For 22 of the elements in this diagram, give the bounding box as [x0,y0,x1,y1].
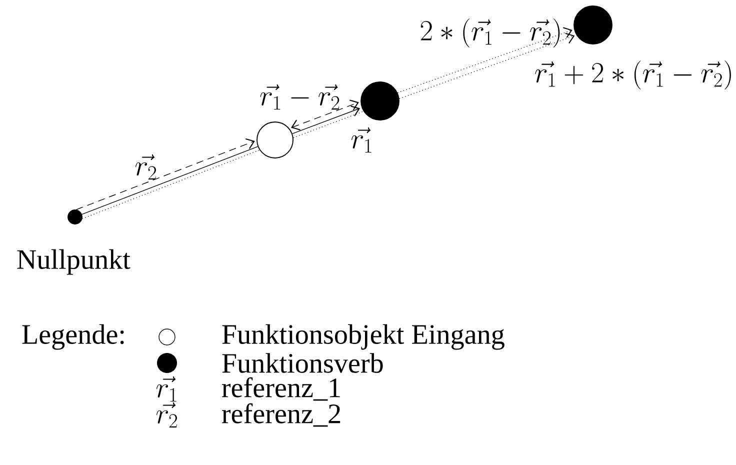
origin-dot [68,210,82,224]
formula-label: $\vec{r_1} + 2 * (\vec{r_1} - \vec{r_2})$ [535,60,731,90]
filled-circle [574,6,612,44]
edge-label: $2 * (\vec{r_1} - \vec{r_2})$ [420,18,560,48]
arrow [398,32,575,99]
arrow [291,100,359,130]
point-label: Nullpunkt [17,249,130,275]
legend-text: referenz_1 [222,377,340,401]
legend-text: Funktionsobjekt Eingang [222,324,504,350]
legend-title: Legende: [22,324,124,350]
filled-circle [360,82,400,120]
legend-symbol: $\vec{r_2}$ [156,402,177,428]
arrow [292,106,360,134]
edge-label: $\vec{r_1} - \vec{r_2}$ [260,84,340,110]
arrow [397,27,572,94]
legend-text: referenz_2 [222,403,340,427]
open-circle [256,122,294,158]
arrow [76,138,255,210]
edge-label: $\vec{r_1}$ [351,127,372,153]
edge-label: $\vec{r_2}$ [135,154,156,180]
legend-text: Funktionsverb [222,353,383,373]
legend-symbol: $\vec{r_1}$ [156,376,176,402]
